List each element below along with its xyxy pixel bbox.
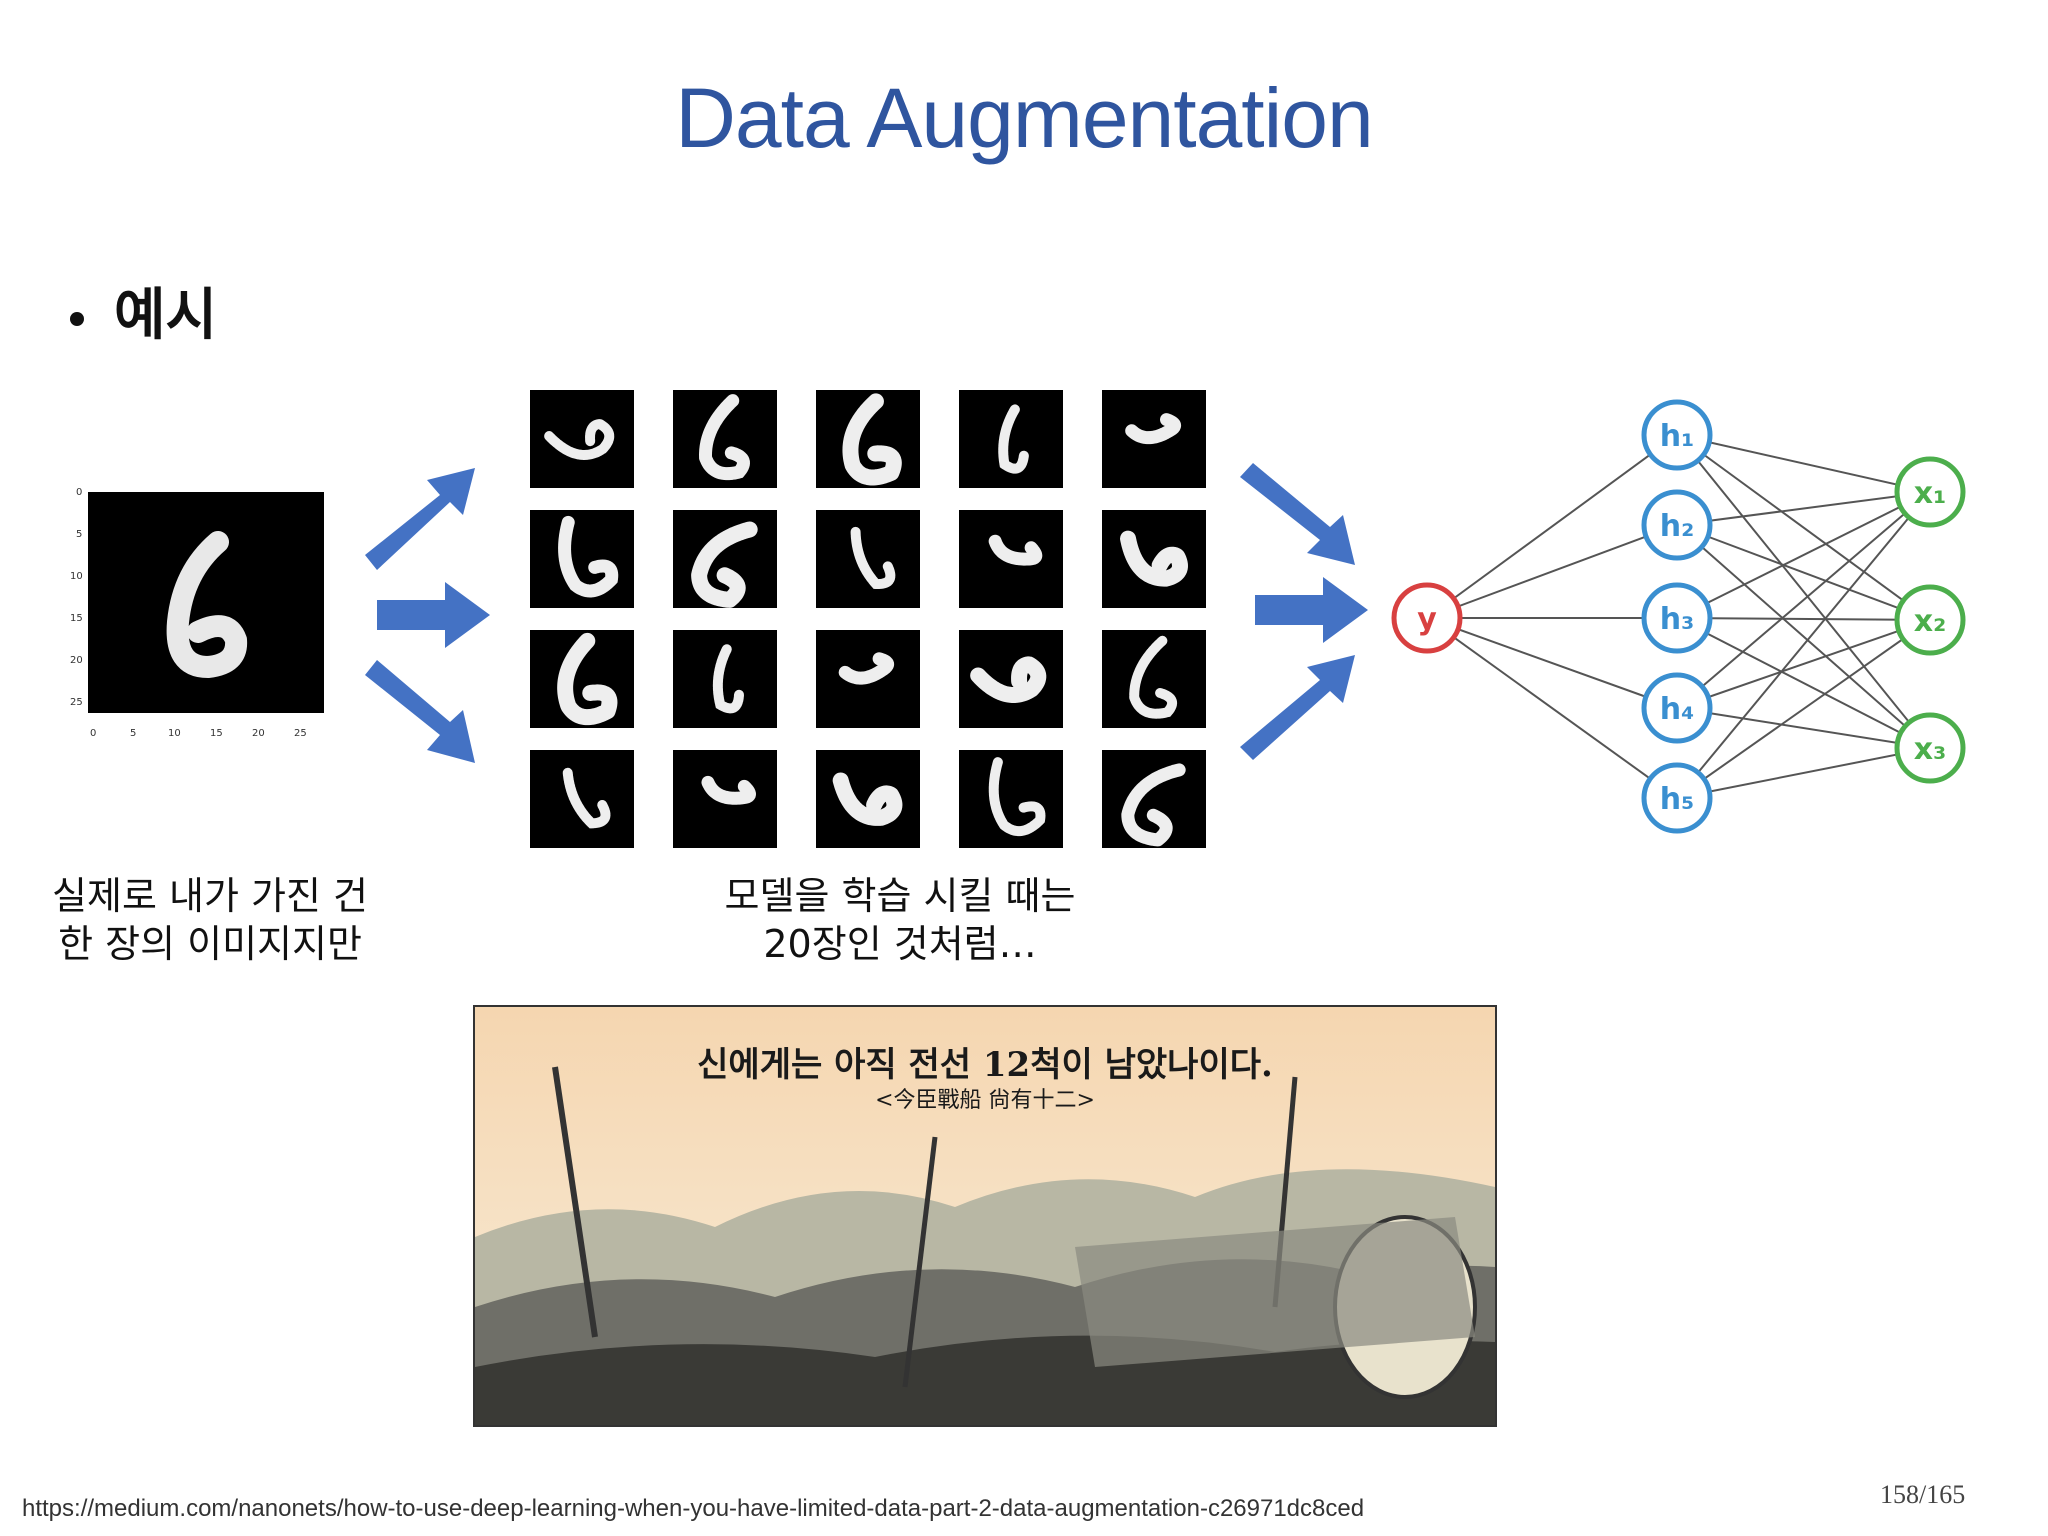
network-edge [1426, 617, 1678, 799]
augmented-digit-tile [816, 630, 920, 728]
xtick: 25 [294, 728, 307, 739]
augmented-digit-tile [673, 390, 777, 488]
ytick: 10 [70, 571, 83, 582]
caption-middle-line: 20장인 것처럼… [763, 922, 1037, 966]
augmented-digit-tile [1102, 750, 1206, 848]
augmented-digit-tile [673, 510, 777, 608]
network-edge [1676, 524, 1931, 621]
input-node: x₃ [1894, 712, 1966, 784]
ytick: 5 [76, 529, 83, 540]
hidden-node: h₁ [1641, 399, 1713, 471]
input-node: x₁ [1894, 456, 1966, 528]
svg-text:h₂: h₂ [1660, 509, 1695, 544]
arrow-right-icon [377, 582, 490, 648]
comic-illustration [475, 1007, 1495, 1425]
slide-title: Data Augmentation [675, 71, 1374, 165]
network-edge [1676, 491, 1931, 709]
network-edge [1426, 434, 1678, 619]
arrow-right-icon [1255, 577, 1368, 643]
network-edge [1676, 747, 1931, 799]
network-edge [1676, 619, 1931, 799]
network-edge [1676, 617, 1931, 749]
caption-middle: 모델을 학습 시킬 때는 20장인 것처럼… [680, 872, 1120, 968]
svg-text:y: y [1417, 602, 1437, 637]
arrow-down-right-icon [1240, 463, 1355, 565]
augmented-digit-tile [673, 630, 777, 728]
augmented-digit-tile [1102, 630, 1206, 728]
arrow-up-right-icon [1240, 655, 1355, 760]
xtick: 5 [130, 728, 137, 739]
fan-out-arrows [365, 468, 490, 763]
augmented-digit-tile [530, 510, 634, 608]
ytick: 20 [70, 655, 83, 666]
comic-quote: 신에게는 아직 전선 12척이 남았나이다. [697, 1045, 1273, 1085]
augmented-digit-tile [816, 390, 920, 488]
augmented-digit-tile [816, 510, 920, 608]
hidden-node: h₂ [1641, 489, 1713, 561]
hidden-node: h₄ [1641, 672, 1713, 744]
svg-text:x₁: x₁ [1914, 476, 1947, 511]
comic-quote-hanja: <今臣戰船 尙有十二> [875, 1088, 1095, 1113]
xtick: 10 [168, 728, 181, 739]
network-edge [1676, 434, 1931, 621]
svg-text:x₂: x₂ [1914, 604, 1947, 639]
arrow-up-right-icon [365, 468, 475, 570]
bullet-dot [70, 311, 84, 326]
caption-left: 실제로 내가 가진 건 한 장의 이미지지만 [30, 872, 390, 968]
augmented-digit-tile [530, 630, 634, 728]
bullet-item: 예시 [70, 270, 217, 351]
caption-left-line: 한 장의 이미지지만 [58, 922, 362, 966]
svg-text:h₄: h₄ [1660, 692, 1695, 727]
output-node-y: y [1391, 582, 1463, 654]
xtick: 0 [90, 728, 97, 739]
caption-middle-line: 모델을 학습 시킬 때는 [724, 874, 1076, 918]
augmented-digit-tile [816, 750, 920, 848]
network-edge [1676, 491, 1931, 619]
digit-six-glyph [166, 531, 248, 679]
bullet-text: 예시 [114, 283, 218, 348]
svg-text:h₁: h₁ [1660, 419, 1695, 454]
input-node: x₂ [1894, 584, 1966, 656]
network-edge [1426, 617, 1678, 709]
network-edge [1426, 524, 1678, 619]
network-edge [1676, 434, 1931, 749]
svg-text:x₃: x₃ [1914, 732, 1947, 767]
augmented-image-grid [530, 390, 1210, 850]
neural-network-diagram: y h₁ h₂ h₃ h₄ h₅ x₁ x₂ x₃ [1391, 399, 1966, 834]
caption-left-line: 실제로 내가 가진 건 [52, 874, 368, 918]
augmented-digit-tile [959, 750, 1063, 848]
ytick: 25 [70, 697, 83, 708]
network-edge [1676, 619, 1931, 709]
ytick: 15 [70, 613, 83, 624]
augmented-digit-tile [673, 750, 777, 848]
augmented-digit-tile [1102, 510, 1206, 608]
augmented-digit-tile [959, 390, 1063, 488]
svg-text:h₅: h₅ [1660, 782, 1695, 817]
augmented-digit-tile [959, 510, 1063, 608]
source-url[interactable]: https://medium.com/nanonets/how-to-use-d… [22, 1495, 1365, 1522]
network-edge [1676, 491, 1931, 799]
hidden-node: h₃ [1641, 582, 1713, 654]
xtick: 20 [252, 728, 265, 739]
ytick: 0 [76, 487, 83, 498]
network-edge [1676, 617, 1931, 621]
svg-text:h₃: h₃ [1660, 602, 1695, 637]
network-edge [1676, 434, 1931, 493]
augmented-digit-tile [530, 750, 634, 848]
hidden-node: h₅ [1641, 762, 1713, 834]
network-edge [1676, 491, 1931, 526]
arrow-down-right-icon [365, 660, 475, 763]
network-edge [1676, 524, 1931, 749]
network-edge [1676, 707, 1931, 749]
comic-panel: 신에게는 아직 전선 12척이 남았나이다. <今臣戰船 尙有十二> [473, 1005, 1497, 1427]
xtick: 15 [210, 728, 223, 739]
augmented-digit-tile [1102, 390, 1206, 488]
fan-in-arrows [1240, 463, 1368, 760]
augmented-digit-tile [959, 630, 1063, 728]
page-number: 158/165 [1880, 1480, 1966, 1509]
digit-image [88, 492, 324, 713]
augmented-digit-tile [530, 390, 634, 488]
digit-plot: 0 5 10 15 20 25 0 5 10 15 20 25 [60, 485, 340, 745]
